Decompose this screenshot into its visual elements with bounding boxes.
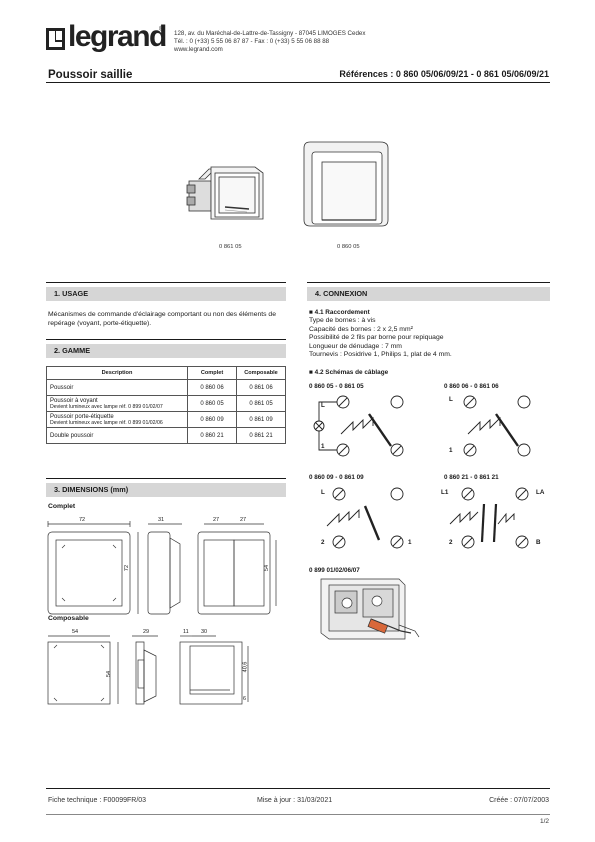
address-line: 128, av. du Maréchal-de-Lattre-de-Tassig…: [174, 30, 366, 37]
table-row: Poussoir à voyant Devient lumineux avec …: [46, 395, 286, 412]
schemas-title-text: 4.2 Schémas de câblage: [314, 369, 389, 376]
table-row: Poussoir 0 860 06 0 861 06: [46, 379, 286, 396]
wiring-schema-3: [326, 487, 404, 549]
schema-title: 0 860 06 - 0 861 06: [444, 383, 499, 390]
dimensions-composable-drawing: [47, 635, 249, 705]
schema-title: 0 860 21 - 0 861 21: [444, 474, 499, 481]
row-sub: Devient lumineux avec lampe réf. 0 899 0…: [50, 403, 163, 410]
dimensions-heading: 3. DIMENSIONS (mm): [46, 483, 286, 497]
composable-label: Composable: [48, 615, 89, 622]
col-composable: Composable: [236, 366, 286, 380]
gamme-heading: 2. GAMME: [46, 344, 286, 358]
row-desc: Poussoir porte-étiquette: [50, 413, 114, 420]
usage-heading: 1. USAGE: [46, 287, 286, 301]
dimensions-divider: [46, 478, 286, 479]
website-line: www.legrand.com: [174, 46, 223, 53]
schema-title: 0 860 05 - 0 861 05: [309, 383, 364, 390]
dim-comp-h2: 40,6: [242, 661, 249, 673]
raccordement-title: ■ 4.1 Raccordement: [309, 309, 370, 316]
usage-text: Mécanismes de commande d'éclairage compo…: [48, 311, 276, 327]
registered-mark: ®: [159, 26, 165, 33]
dim-complet-w: 72: [79, 517, 86, 523]
footer-divider: [46, 788, 550, 789]
dim-comp-w: 54: [72, 629, 79, 635]
row-complet: 0 860 05: [187, 395, 237, 412]
spec-line: Type de bornes : à vis: [309, 317, 376, 324]
row-sub: Devient lumineux avec lampe réf. 0 899 0…: [50, 419, 163, 426]
creation-date: Créée : 07/07/2003: [489, 797, 549, 804]
dim-comp-d2: 30: [201, 629, 208, 635]
dim-comp-d1: 11: [183, 629, 189, 635]
terminal-1: 1: [449, 447, 453, 454]
gamme-divider: [46, 339, 286, 340]
terminal-l1: L1: [441, 489, 449, 496]
schemas-title: ■ 4.2 Schémas de câblage: [309, 369, 389, 376]
dim-comp-h3: 6: [243, 696, 247, 702]
dim-complet-half1: 27: [213, 517, 220, 523]
raccordement-text: Type de bornes : à vis Capacité des born…: [309, 317, 452, 360]
terminal-2: 2: [321, 539, 325, 546]
spec-line: Tournevis : Posidrive 1, Philips 1, plat…: [309, 351, 452, 359]
lamp-installation-drawing: [320, 578, 420, 640]
terminal-2: 2: [449, 539, 453, 546]
update-date: Mise à jour : 31/03/2021: [257, 797, 333, 804]
gamme-table: Description Complet Composable Poussoir …: [46, 366, 286, 444]
product-label-left: 0 861 05: [219, 244, 242, 250]
page-number: 1/2: [539, 818, 549, 825]
terminal-1: 1: [408, 539, 412, 546]
terminal-b: B: [536, 539, 541, 546]
phone-line: Tél. : 0 (+33) 5 55 06 87 87 - Fax : 0 (…: [174, 38, 330, 45]
company-address: 128, av. du Maréchal-de-Lattre-de-Tassig…: [174, 30, 365, 54]
product-composable-image: [186, 166, 264, 220]
terminal-1: 1: [321, 443, 325, 450]
usage-divider: [46, 282, 286, 283]
dimensions-complet-drawing: [47, 521, 277, 615]
row-composable: 0 861 05: [236, 395, 286, 412]
dim-comp-depth: 29: [143, 629, 150, 635]
terminal-la: LA: [536, 489, 545, 496]
spec-line: Possibilité de 2 fils par borne pour rep…: [309, 334, 444, 342]
row-desc: Poussoir à voyant: [50, 397, 98, 404]
connexion-heading: 4. CONNEXION: [307, 287, 550, 301]
dim-complet-depth: 31: [158, 517, 165, 523]
product-complet-image: [303, 141, 389, 227]
complet-label: Complet: [48, 503, 76, 510]
wiring-schema-4: [449, 487, 529, 549]
terminal-l: L: [449, 396, 453, 403]
table-row: Double poussoir 0 860 21 0 861 21: [46, 427, 286, 444]
spec-line: Capacité des bornes : 2 x 2,5 mm²: [309, 325, 413, 333]
schema-title: 0 860 09 - 0 861 09: [309, 474, 364, 481]
fiche-technique: Fiche technique : F00099FR/03: [48, 797, 147, 804]
dim-comp-h: 54: [106, 670, 113, 678]
header-divider: [46, 82, 550, 83]
brand-logo: legrand: [68, 20, 167, 53]
page-divider: [46, 814, 550, 815]
connexion-divider: [307, 282, 550, 283]
spec-line: Longueur de dénudage : 7 mm: [309, 342, 402, 350]
row-complet: 0 860 09: [187, 411, 237, 428]
wiring-schema-1: [313, 395, 404, 457]
logo-mark-icon: [46, 28, 65, 50]
row-composable: 0 861 21: [236, 427, 286, 444]
raccordement-title-text: 4.1 Raccordement: [314, 309, 370, 316]
terminal-l: L: [321, 402, 325, 409]
product-label-right: 0 860 05: [337, 244, 360, 250]
row-complet: 0 860 06: [187, 379, 237, 396]
col-complet: Complet: [187, 366, 237, 380]
references: Références : 0 860 05/06/09/21 - 0 861 0…: [339, 69, 549, 79]
dim-complet-h: 72: [124, 564, 131, 572]
wiring-schema-2: [463, 395, 531, 457]
page-title: Poussoir saillie: [48, 69, 133, 81]
col-description: Description: [46, 366, 188, 380]
row-composable: 0 861 06: [236, 379, 286, 396]
table-row: Poussoir porte-étiquette Devient lumineu…: [46, 411, 286, 428]
terminal-l: L: [321, 489, 325, 496]
lamp-title: 0 899 01/02/06/07: [309, 567, 360, 574]
dim-complet-inner-h: 54: [264, 564, 271, 572]
row-desc: Double poussoir: [50, 432, 94, 439]
dim-complet-half2: 27: [240, 517, 247, 523]
row-desc: Poussoir: [50, 384, 74, 391]
row-complet: 0 860 21: [187, 427, 237, 444]
row-composable: 0 861 09: [236, 411, 286, 428]
